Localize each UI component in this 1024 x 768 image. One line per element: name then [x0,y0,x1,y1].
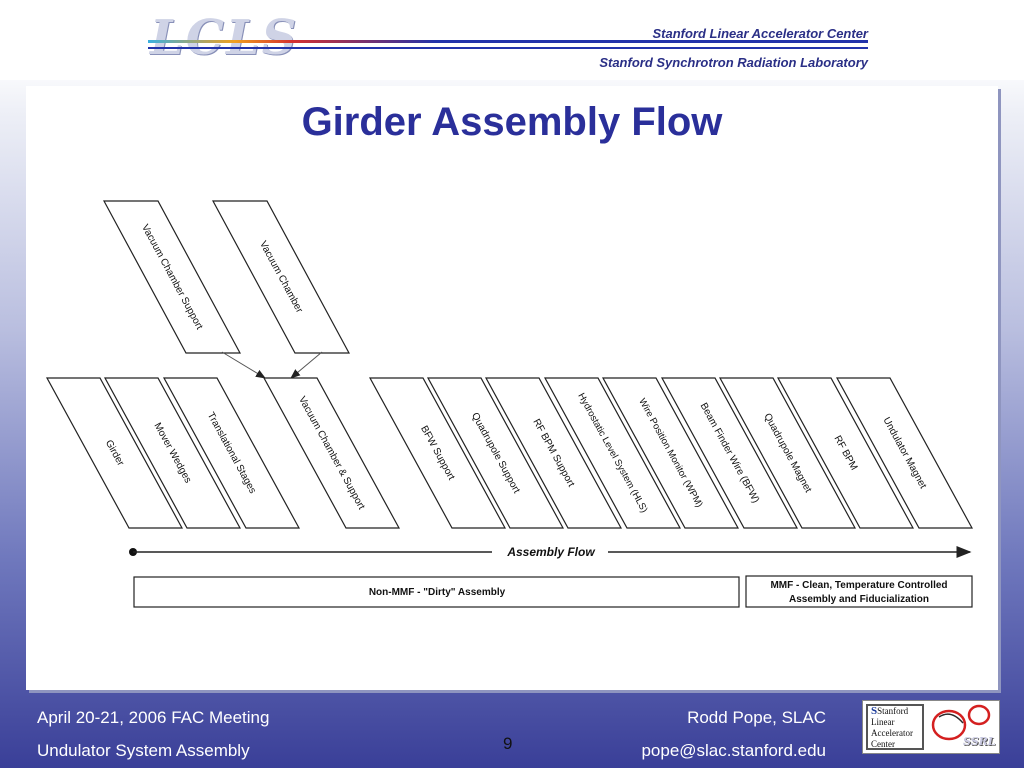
component-box [776,377,915,529]
ssrl-wordmark: SSRL [963,735,996,748]
slac-logo: SStanford Linear Accelerator Center [866,704,924,750]
footer-topic: Undulator System Assembly [37,741,250,760]
arrow-chamber [290,351,323,379]
component-girder: Girder [45,377,184,529]
stage-boxes: Non-MMF - "Dirty" Assembly MMF - Clean, … [133,575,973,608]
ssrl-ring-icon [931,704,991,741]
component-mover-wedges: Mover Wedges [103,377,242,529]
component-box [660,377,799,529]
component-box [835,377,974,529]
component-box [211,200,351,354]
component-box [45,377,184,529]
institution-slac: Stanford Linear Accelerator Center [652,26,868,41]
footer-email: pope@slac.stanford.edu [641,741,826,760]
component-vacuum-chamber: Vacuum Chamber [211,200,351,354]
component-bfw-support: BFW Support [368,377,507,529]
institution-ssrl: Stanford Synchrotron Radiation Laborator… [599,55,868,70]
component-box [103,377,242,529]
flow-axis: Assembly Flow [129,545,972,559]
arrow-chamber-support [221,351,266,379]
clean-stage-label-2: Assembly and Fiducialization [789,594,929,605]
ssrl-logo-box: SStanford Linear Accelerator Center SSRL [862,700,1000,754]
lcls-logo: LCLS [150,10,299,66]
component-box [543,377,682,529]
slac-logo-line-4: Center [871,739,895,749]
component-box [162,377,301,529]
slide-title: Girder Assembly Flow [301,100,723,144]
component-box [718,377,857,529]
header-rule-2 [148,47,868,49]
slac-logo-line-3: Accelerator [871,728,913,738]
flow-label: Assembly Flow [506,545,595,559]
clean-stage-box [745,575,973,608]
component-rf-bpm: RF BPM [776,377,915,529]
component-box [426,377,565,529]
page-number: 9 [503,734,513,753]
component-vacuum-chamber-support: Vacuum Chamber Support [102,200,242,354]
dirty-stage-label: Non-MMF - "Dirty" Assembly [369,587,506,598]
feed-arrows [221,351,323,379]
component-box [601,377,740,529]
component-quadrupole-magnet: Quadrupole Magnet [718,377,857,529]
slac-logo-line-2: Linear [871,717,895,727]
footer-meeting: April 20-21, 2006 FAC Meeting [37,708,270,727]
component-box [368,377,507,529]
footer-author: Rodd Pope, SLAC [687,708,826,727]
component-box [102,200,242,354]
header-rule [148,40,868,43]
component-box [484,377,623,529]
slac-logo-line-1: SStanford [871,705,909,717]
clean-stage-label-1: MMF - Clean, Temperature Controlled [770,580,947,591]
dirty-stage-box [133,576,740,608]
